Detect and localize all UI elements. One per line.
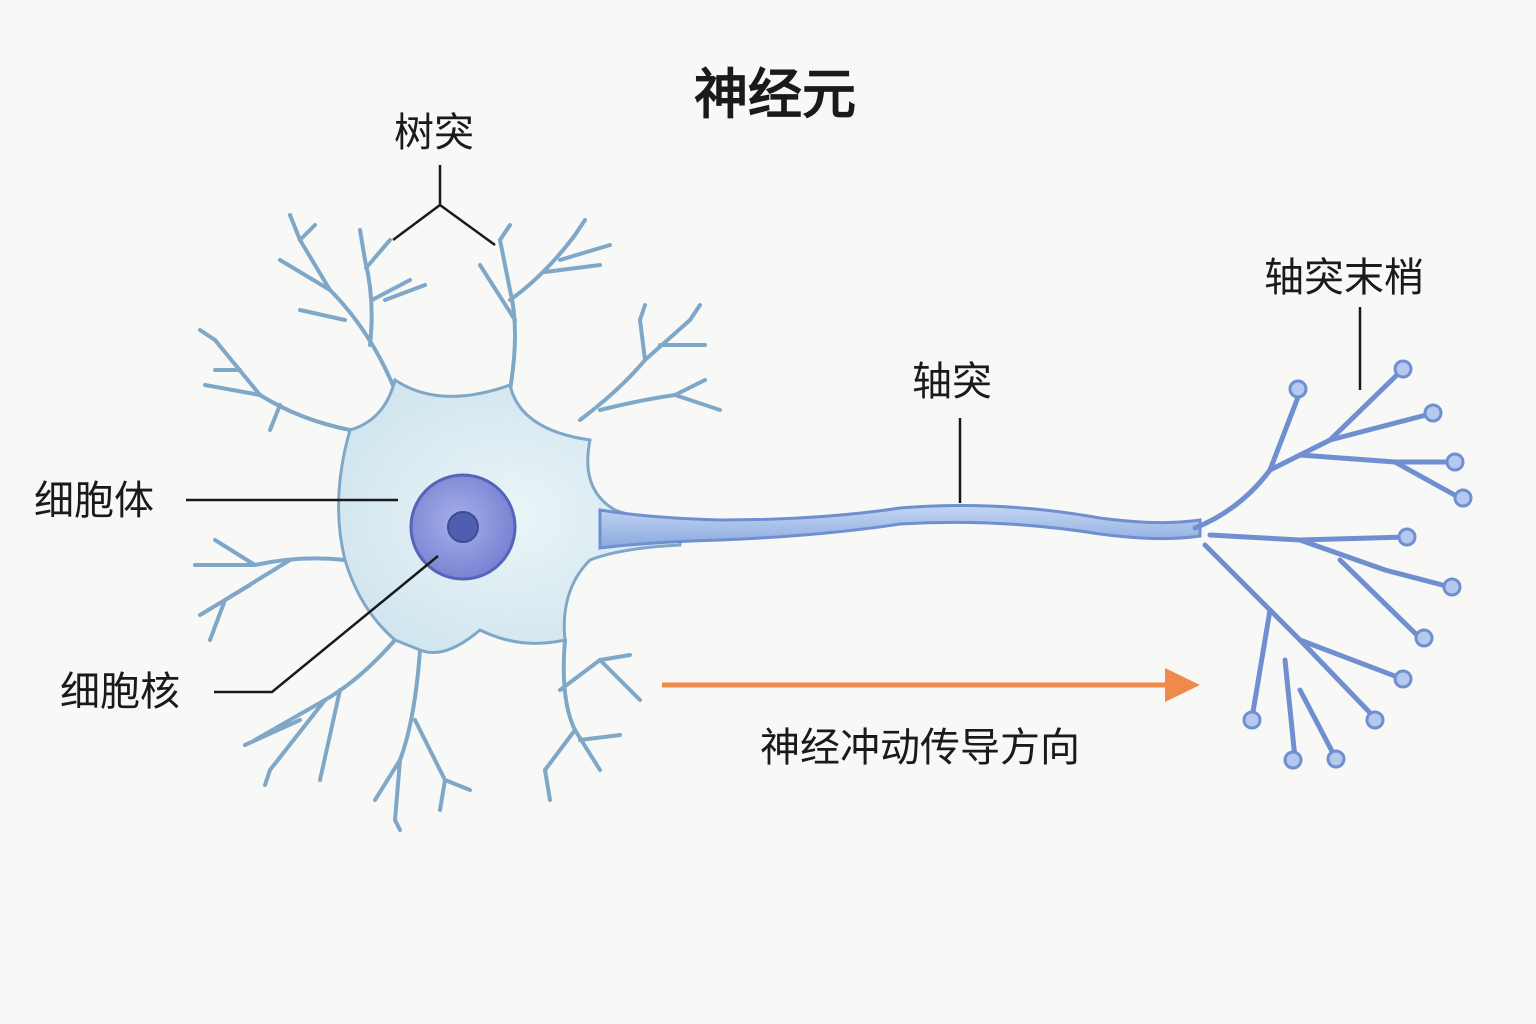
axon-terminal-label: 轴突末梢 (1264, 255, 1424, 301)
axon-body (598, 504, 1202, 550)
nucleolus (447, 511, 479, 543)
axon-terminals (1192, 369, 1463, 761)
axon-label: 轴突 (912, 359, 992, 405)
dendrite-label: 树突 (394, 110, 474, 156)
leader-lines (186, 165, 1362, 694)
axon-terminal-knobs (1242, 359, 1473, 770)
soma-label: 细胞体 (34, 478, 154, 524)
dendrites (193, 213, 722, 832)
dendrite-leader (392, 165, 496, 247)
nucleus-label: 细胞核 (60, 669, 180, 715)
direction-label: 神经冲动传导方向 (760, 725, 1080, 771)
diagram-title: 神经元 (694, 63, 856, 126)
direction-arrow (662, 668, 1200, 702)
nucleus-leader (214, 555, 439, 694)
